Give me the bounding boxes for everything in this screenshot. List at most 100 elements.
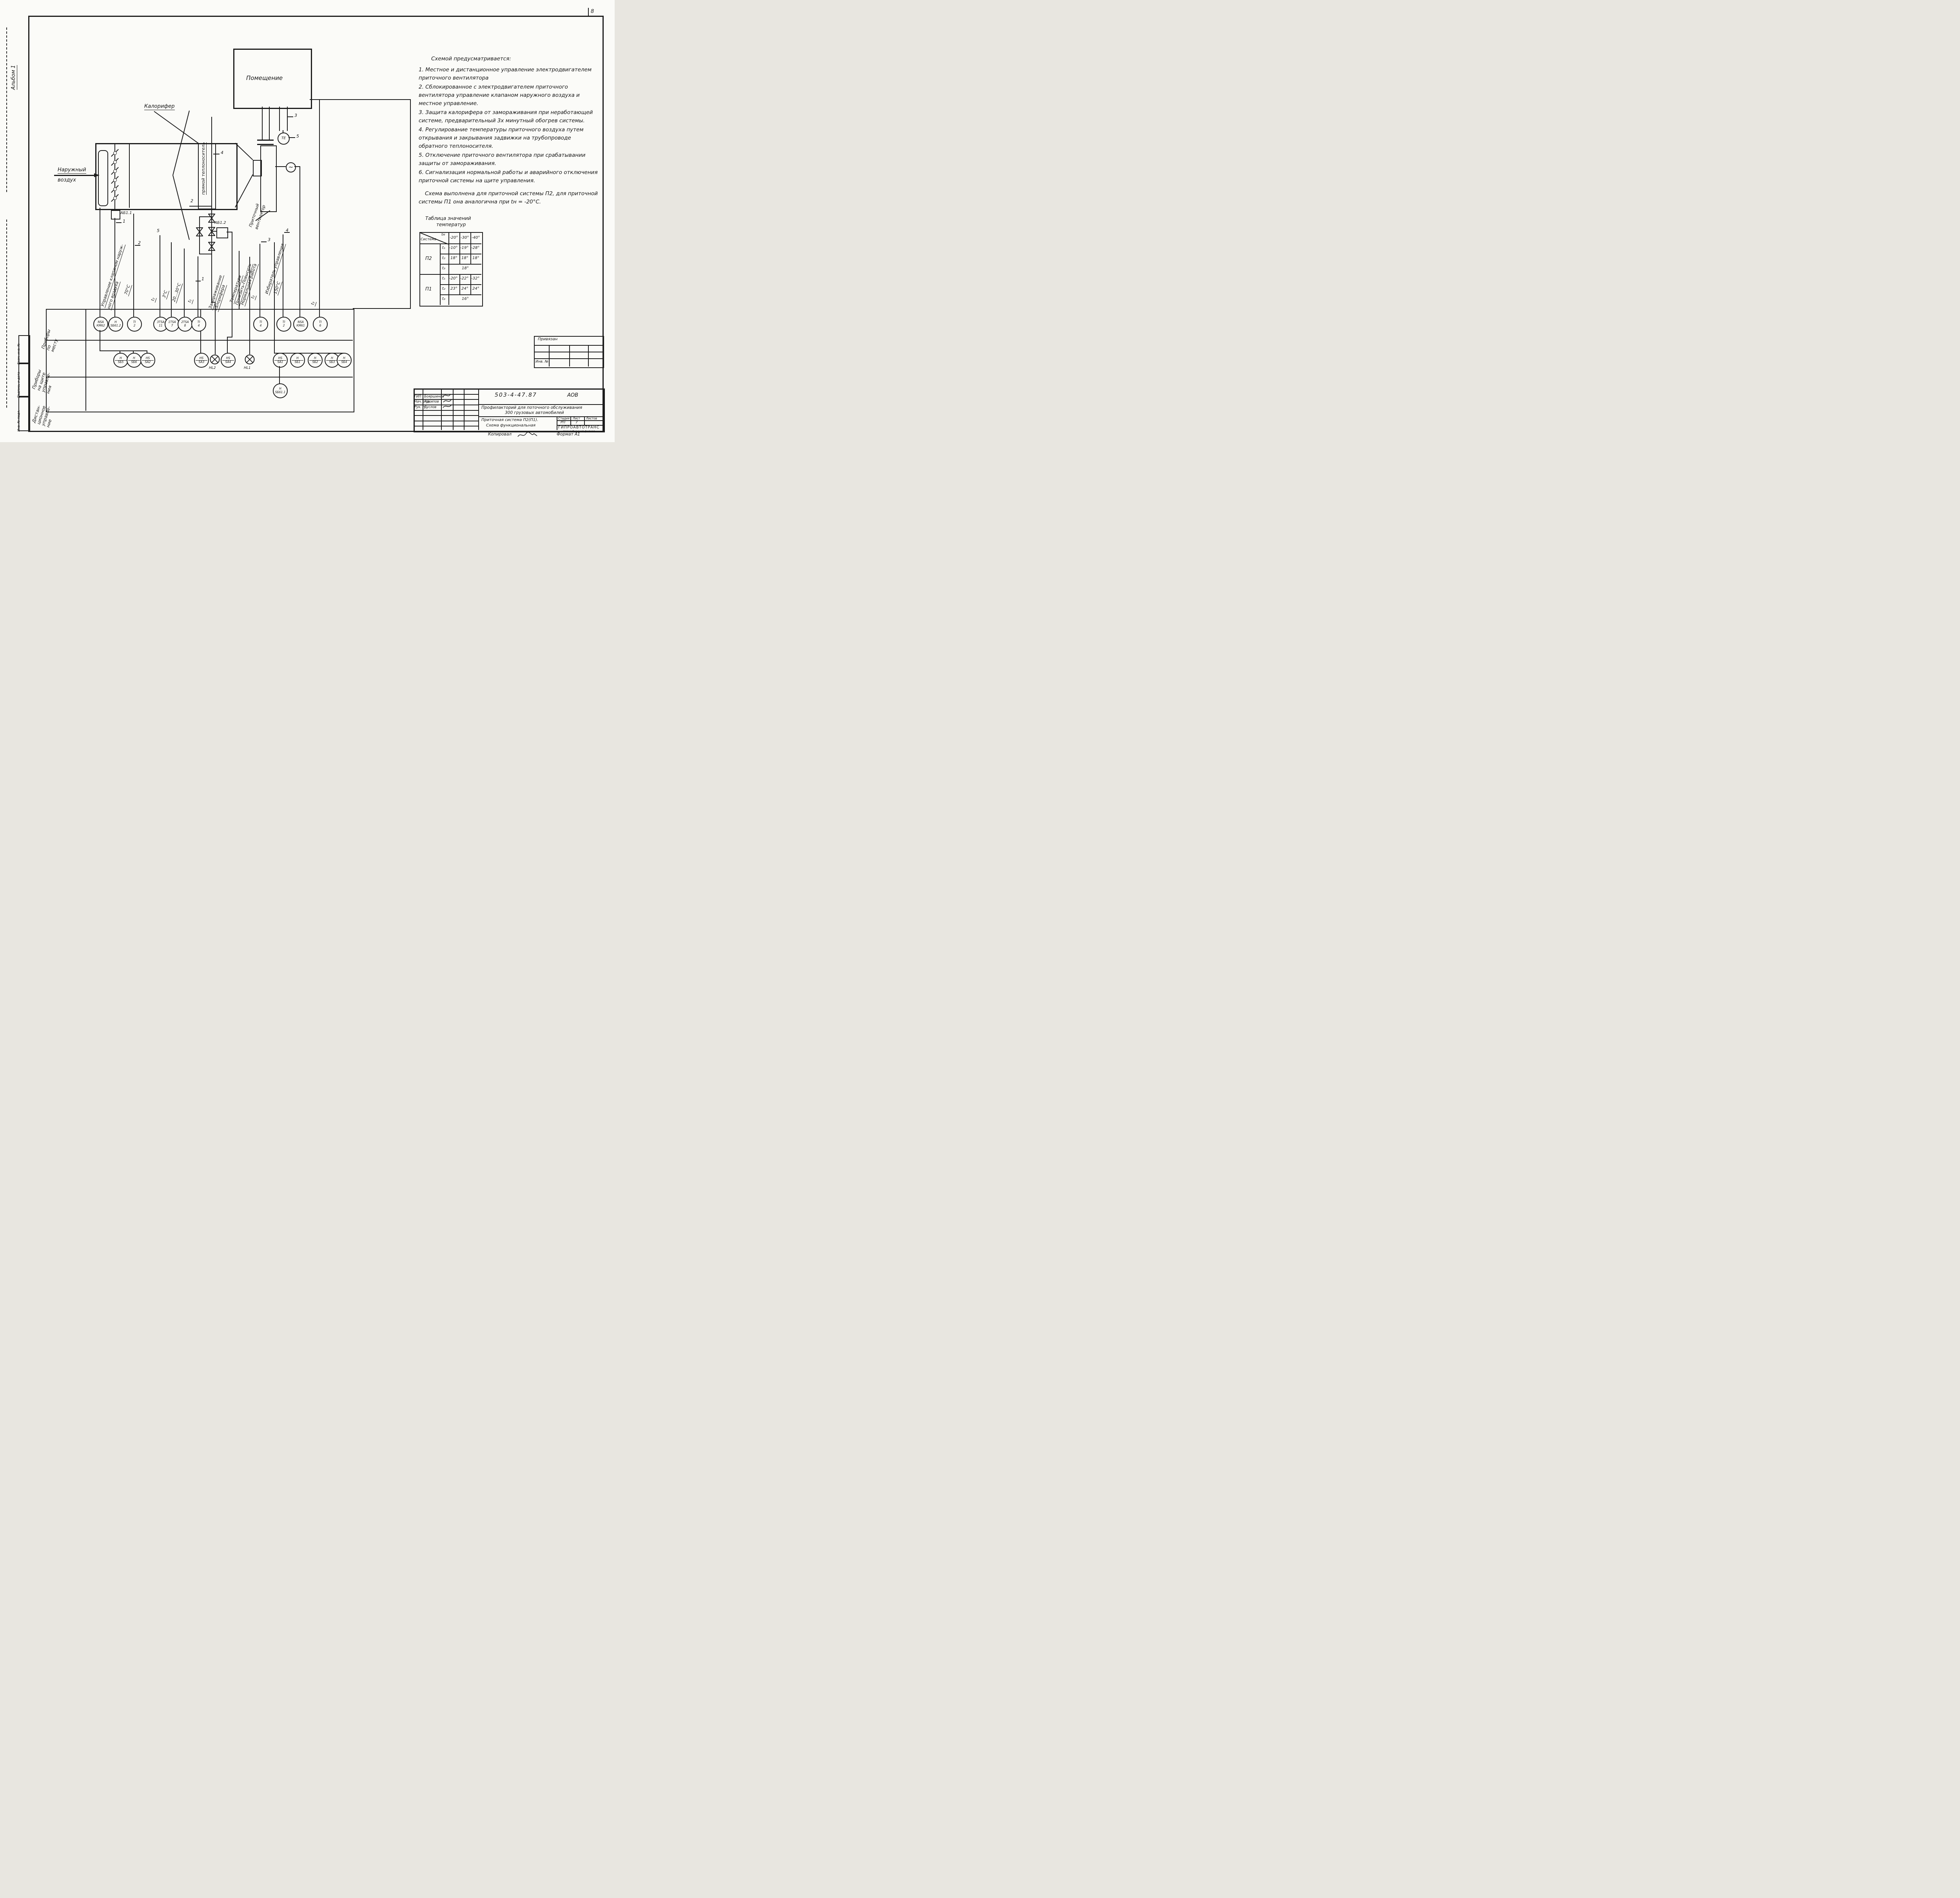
- tick: [135, 245, 140, 246]
- lamp-icon: [245, 354, 255, 365]
- valve-icon: [196, 227, 203, 236]
- project-title: Профилакторий для поточного обслуживания: [481, 405, 583, 410]
- stage-header: Стадия: [558, 417, 570, 420]
- air-intake: [98, 150, 108, 206]
- damper-pivot: [113, 151, 117, 155]
- motor-icon: ~: [286, 162, 296, 172]
- wire: [133, 350, 134, 353]
- line: [441, 388, 442, 430]
- tick: [261, 241, 267, 242]
- temperature-sensor: ТЕ: [278, 132, 290, 145]
- wire: [279, 366, 280, 384]
- wire: [410, 99, 411, 309]
- drawing-frame: [28, 16, 604, 432]
- room-box: [233, 49, 312, 109]
- line: ТI: [282, 320, 285, 324]
- damper-pivot: [113, 178, 117, 182]
- album-label: Альбом 1: [11, 65, 17, 90]
- line: [464, 388, 465, 430]
- table-header: -20°: [450, 236, 458, 240]
- line: 3TSA: [157, 320, 165, 324]
- drawing-sheet: Альбом 1 8 Взам. инв. № Подпись и дата И…: [0, 0, 615, 442]
- line: SБ61.2: [110, 324, 121, 327]
- heater-section: [198, 143, 216, 209]
- line: КМ62: [96, 324, 105, 327]
- damper-pivot: [113, 187, 117, 191]
- line: [440, 264, 481, 265]
- note-item: 6. Сигнализация нормальной работы и авар…: [419, 169, 598, 184]
- wire: [239, 251, 240, 309]
- pipe: [199, 216, 212, 217]
- temp-table: [419, 232, 483, 307]
- wire-number: 1: [201, 276, 204, 281]
- section-divider: [129, 143, 130, 208]
- line: ~: [288, 163, 294, 171]
- line: ТЕ: [281, 136, 286, 141]
- note-item: 1. Местное и дистанционное управление эл…: [419, 67, 592, 81]
- line: [208, 227, 215, 236]
- table-cell: -32°: [471, 276, 480, 281]
- arrowhead-icon: [94, 173, 100, 177]
- line: SБ5: [118, 360, 124, 364]
- wire: [227, 337, 228, 354]
- fold-mark: [6, 27, 7, 192]
- line: SА4: [225, 360, 231, 364]
- line: [414, 394, 478, 395]
- attach-title: Привязан: [538, 337, 558, 341]
- table-cell: t₃: [442, 297, 445, 301]
- stamp-cell: [18, 335, 30, 364]
- table-corner: Система: [421, 238, 437, 241]
- fan-casing: [260, 145, 277, 212]
- table-cell: 18°: [472, 256, 479, 260]
- line: [588, 345, 589, 367]
- valve-icon: [208, 214, 215, 223]
- wire: [274, 242, 275, 354]
- line: [208, 214, 215, 223]
- stage-value: РП: [561, 421, 566, 425]
- note-item: 4. Регулирование температуры приточного …: [419, 127, 584, 149]
- table-cell: П1: [425, 286, 432, 292]
- line: [459, 274, 460, 295]
- format-label: Формат А1: [557, 432, 580, 437]
- table-cell: -20°: [449, 276, 458, 281]
- line: [470, 274, 471, 295]
- fold-mark: [6, 220, 7, 408]
- line: [414, 415, 478, 416]
- notes-footer: Схема выполнена для приточной системы П2…: [419, 191, 598, 205]
- wire-number: 3: [268, 237, 270, 242]
- line: [443, 394, 452, 408]
- wire: [249, 257, 250, 354]
- line: [534, 345, 603, 346]
- sheet-number: 7: [575, 421, 578, 425]
- table-corner: tн: [441, 233, 445, 237]
- line: [478, 388, 479, 430]
- sheets-header: Листов: [586, 417, 597, 420]
- line: [279, 107, 280, 131]
- line: Н: [326, 356, 338, 361]
- line: [440, 294, 481, 295]
- wire: [114, 207, 115, 211]
- line: [549, 345, 550, 367]
- table-header: -40°: [472, 236, 480, 240]
- sheet-title: Приточная система П2(П1).: [481, 418, 539, 422]
- line: Н: [115, 356, 127, 361]
- instrument-band: [46, 309, 354, 412]
- line: 1TSA: [168, 320, 176, 324]
- line: Н: [128, 356, 140, 361]
- line: ТI: [197, 320, 200, 324]
- line: 2TSA: [181, 320, 189, 324]
- table-cell: 18°: [461, 256, 468, 260]
- line: [211, 356, 218, 363]
- role-label: Нач. отд.: [414, 400, 430, 404]
